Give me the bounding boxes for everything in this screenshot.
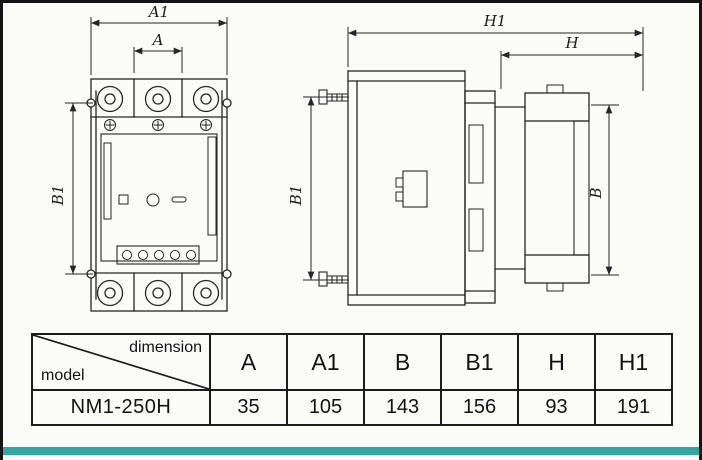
- column-header-b: B: [363, 333, 442, 391]
- front-view-drawing: [86, 78, 232, 312]
- terminal-strip-screws: [116, 245, 200, 261]
- side-view-dimension-lines: [303, 27, 644, 281]
- table-data-row: NM1-250H 35 105 143 156 93 191: [31, 389, 673, 426]
- side-dim-label-h1: H1: [483, 12, 507, 30]
- column-header-a: A: [209, 333, 288, 391]
- front-dim-label-a: A: [151, 31, 164, 49]
- side-dim-label-b: B: [587, 187, 605, 199]
- technical-drawing: A1 A B1: [49, 3, 644, 312]
- front-view-dimension-lines: [65, 17, 228, 275]
- side-dim-label-h: H: [564, 34, 579, 52]
- front-dim-label-a1: A1: [147, 3, 169, 21]
- corner-model-label: model: [41, 367, 85, 384]
- column-header-b1: B1: [440, 333, 519, 391]
- corner-dimension-label: dimension: [129, 339, 202, 356]
- side-view-drawing: [318, 70, 590, 306]
- table-corner-cell: dimension model: [31, 333, 211, 391]
- mounting-bolt-bottom: [318, 271, 348, 287]
- column-header-h: H: [517, 333, 596, 391]
- table-header-row: dimension model A A1 B B1 H H1: [31, 333, 673, 391]
- value-cell-a: 35: [209, 389, 288, 426]
- front-dim-label-b1: B1: [49, 185, 67, 207]
- side-dim-label-b1: B1: [287, 185, 305, 207]
- value-cell-h1: 191: [594, 389, 673, 426]
- value-cell-b: 143: [363, 389, 442, 426]
- front-screws: [104, 119, 212, 131]
- diagonal-divider-line: [33, 335, 209, 389]
- column-header-a1: A1: [286, 333, 365, 391]
- model-name-cell: NM1-250H: [31, 389, 211, 426]
- dimension-table: dimension model A A1 B B1 H H1 NM1-250H …: [31, 333, 673, 426]
- value-cell-b1: 156: [440, 389, 519, 426]
- value-cell-h: 93: [517, 389, 596, 426]
- column-header-h1: H1: [594, 333, 673, 391]
- bottom-accent-strip: [3, 447, 699, 455]
- value-cell-a1: 105: [286, 389, 365, 426]
